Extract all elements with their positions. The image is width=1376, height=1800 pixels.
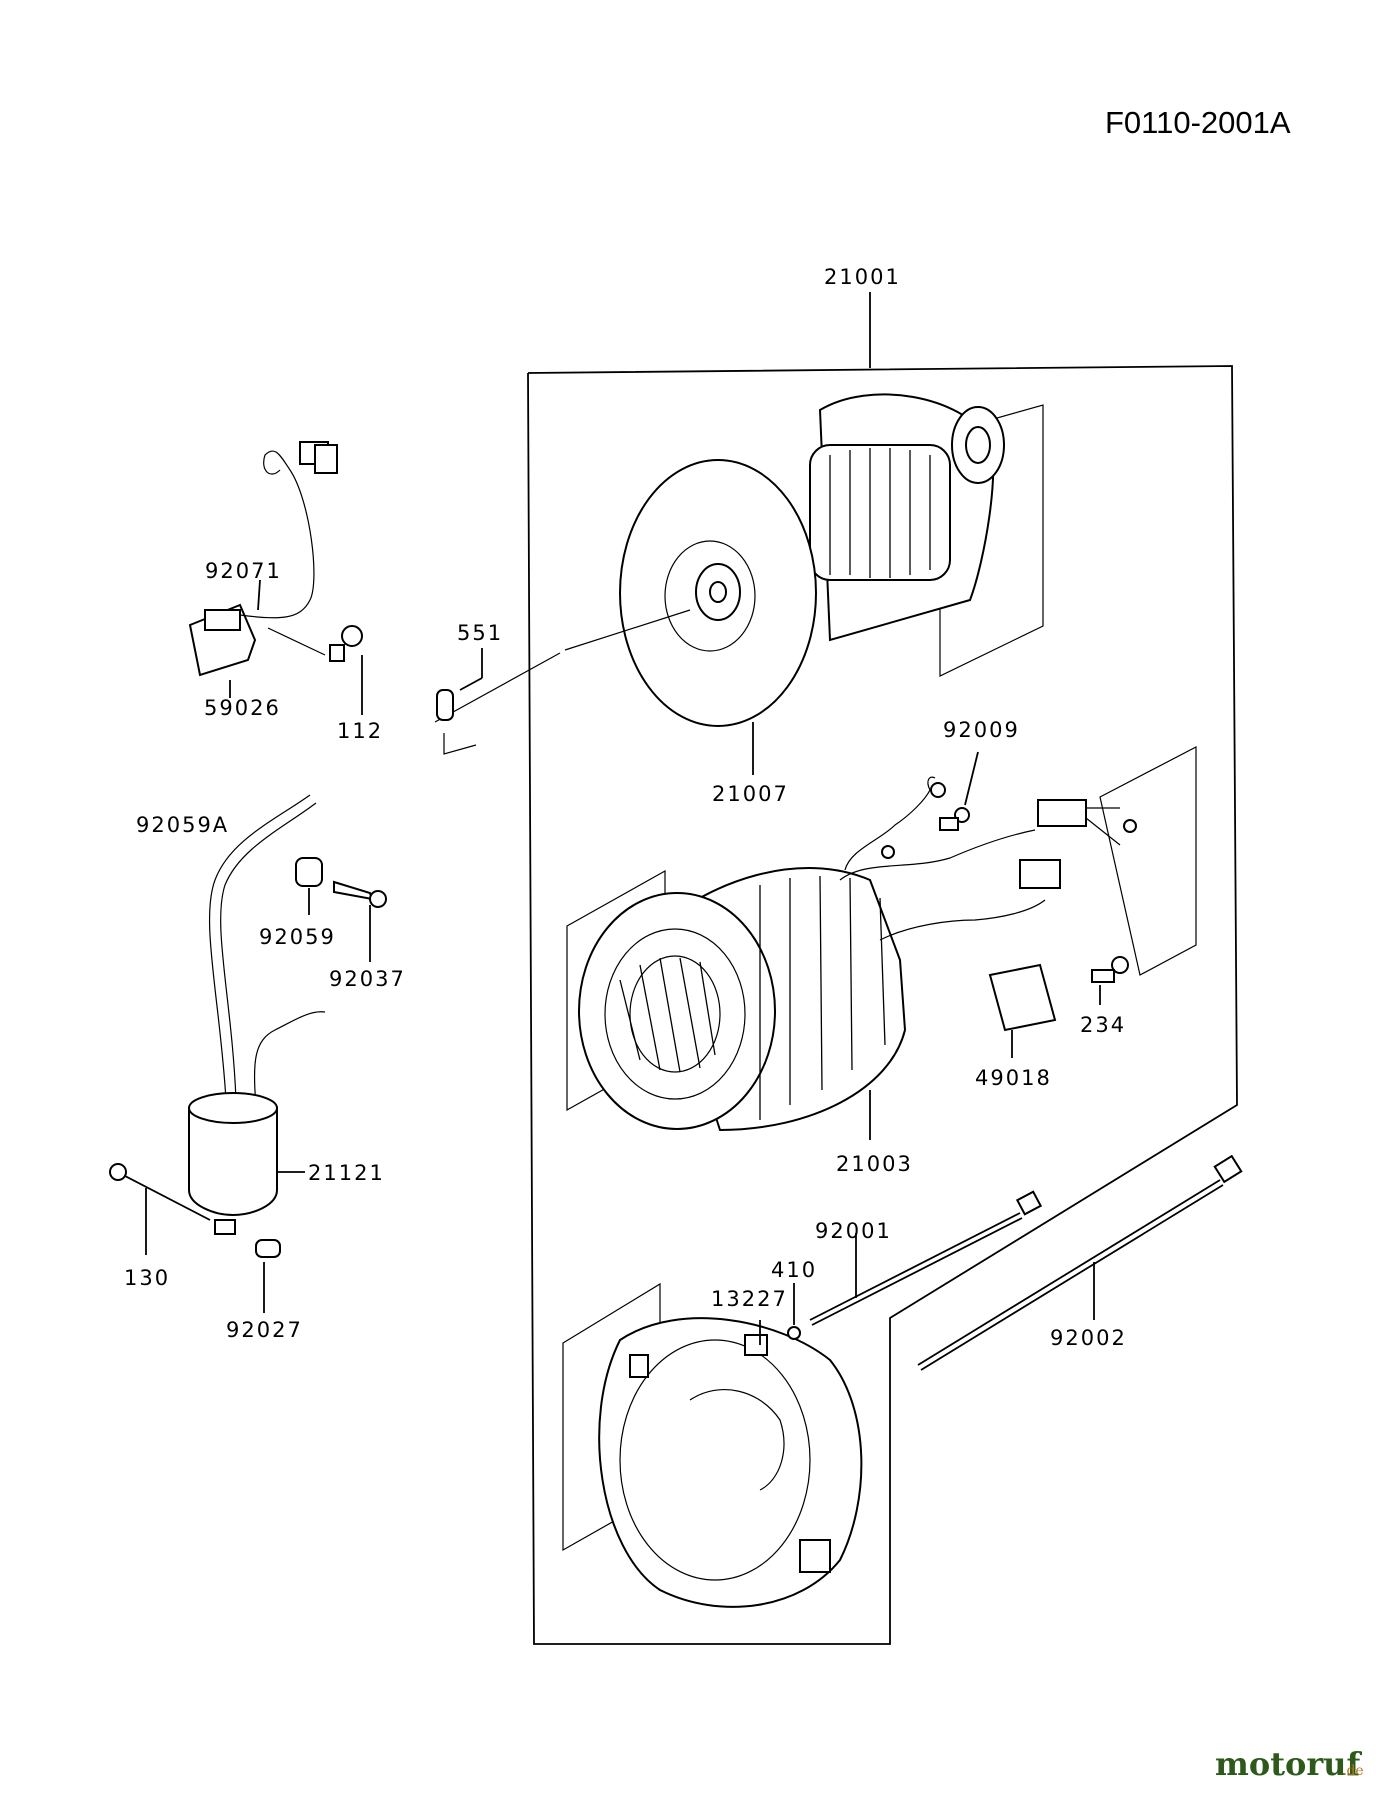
label-21007: 21007 xyxy=(712,782,789,806)
label-21003: 21003 xyxy=(836,1152,913,1176)
stud-bolt-92001[interactable] xyxy=(809,1190,1043,1326)
bolt-234[interactable] xyxy=(1091,956,1129,1005)
label-92002: 92002 xyxy=(1050,1326,1127,1350)
label-410: 410 xyxy=(771,1258,817,1282)
label-13227: 13227 xyxy=(711,1287,788,1311)
label-92009: 92009 xyxy=(943,718,1020,742)
bolt-92009[interactable] xyxy=(939,751,979,831)
washer-410[interactable] xyxy=(787,1283,801,1340)
stator-21003[interactable] xyxy=(566,746,1197,1140)
label-49018: 49018 xyxy=(975,1066,1052,1090)
label-92071: 92071 xyxy=(205,559,282,583)
ring-terminal-92037[interactable] xyxy=(333,880,387,962)
label-92037: 92037 xyxy=(329,967,406,991)
capacitor-21121[interactable] xyxy=(109,794,326,1313)
label-21001: 21001 xyxy=(824,265,901,289)
cap-92059[interactable] xyxy=(295,857,323,915)
label-92059: 92059 xyxy=(259,925,336,949)
rear-cover-13227[interactable] xyxy=(562,1282,863,1608)
label-92027: 92027 xyxy=(226,1318,303,1342)
label-92059A: 92059A xyxy=(136,813,229,837)
label-21121: 21121 xyxy=(308,1161,385,1185)
stud-bolt-92002[interactable] xyxy=(917,1154,1243,1371)
rotor-21007[interactable] xyxy=(434,393,1044,775)
assembly-frame-21001 xyxy=(527,292,1238,1645)
pin-551[interactable] xyxy=(436,648,483,755)
label-551: 551 xyxy=(457,621,503,645)
svg-text:motoruf: motoruf xyxy=(1215,1745,1362,1783)
regulator-59026[interactable] xyxy=(188,441,338,698)
label-112: 112 xyxy=(337,719,383,743)
label-234: 234 xyxy=(1080,1013,1126,1037)
bolt-112[interactable] xyxy=(329,625,363,715)
label-59026: 59026 xyxy=(204,696,281,720)
svg-text:.de: .de xyxy=(1342,1763,1364,1779)
label-92001: 92001 xyxy=(815,1219,892,1243)
watermark-logo: motoruf .de xyxy=(1215,1745,1364,1783)
label-130: 130 xyxy=(124,1266,170,1290)
drawing-code: F0110-2001A xyxy=(1105,105,1291,140)
